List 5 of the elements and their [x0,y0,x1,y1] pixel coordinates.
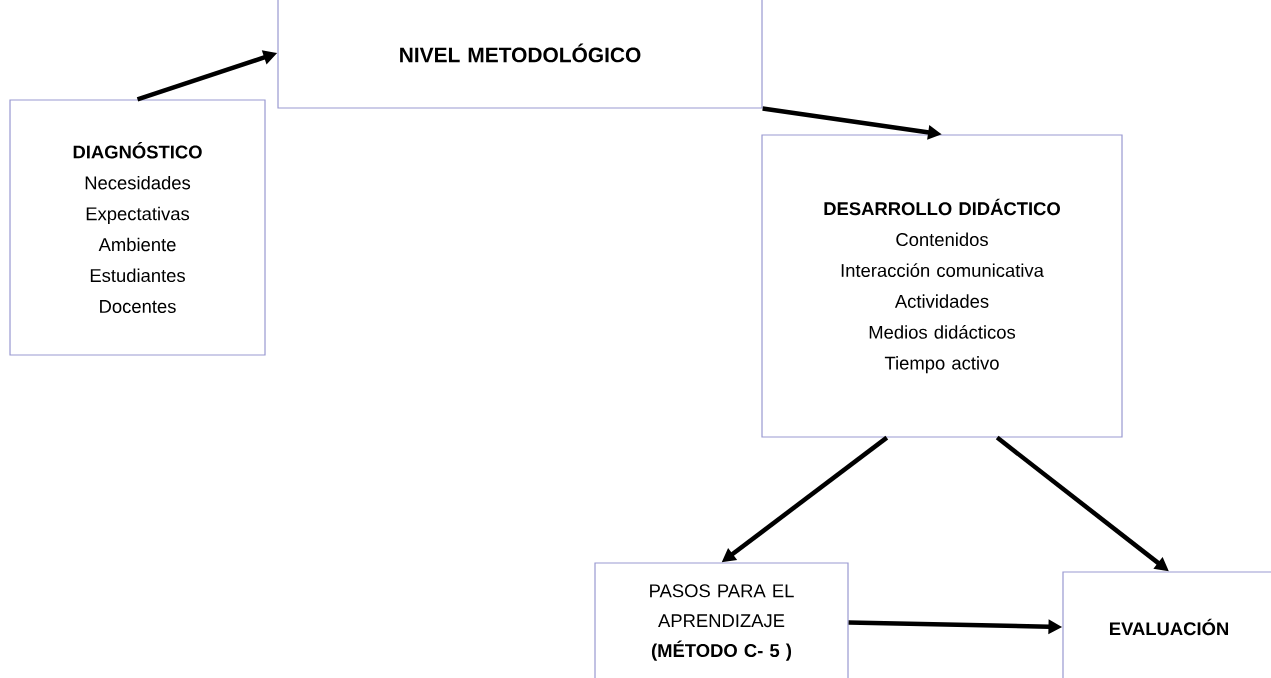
process-box: EVALUACIÓN [1062,571,1271,678]
list-box: DESARROLLO DIDÁCTICO Contenidos Interacción comunicativa Actividades Medios didácticos Tiempo activo [761,134,1123,438]
list-box: DIAGNÓSTICO Necesidades Expectativas Ambiente Estudiantes Docentes [9,99,266,356]
process-box: PASOS PARA EL APRENDIZAJE (MÉTODO C- 5 ) [594,562,849,678]
title-box: NIVEL METODOLÓGICO [277,0,763,109]
